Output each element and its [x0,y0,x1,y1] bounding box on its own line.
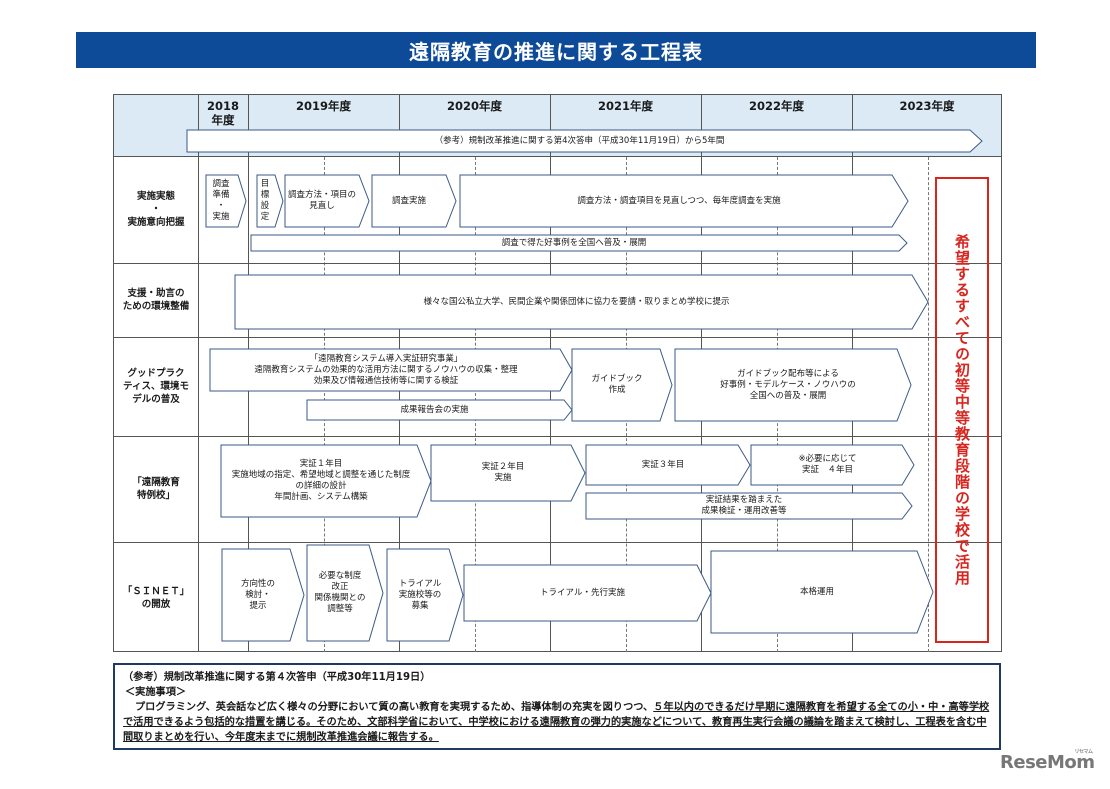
row-label-survey: 実施実態 ・ 実施意向把握 [127,191,185,228]
arrow-label: 目 標 設 定 [260,179,270,222]
row-divider [114,156,1001,157]
logo-kana: リセマム [1074,749,1094,755]
arrow-trial-year1: 実証１年目 実施地域の指定、希望地域と調整を通じた制度 の詳細の設計 年間計画、… [220,444,432,518]
year-2022: 2022年度 [748,99,804,113]
arrow-trial-implementation: トライアル・先行実施 [463,564,712,622]
arrow-system-revision: 必要な制度 改正 関係機関との 調整等 [306,544,384,642]
year-2018: 2018 年度 [206,99,239,127]
year-2019: 2019年度 [295,99,351,113]
arrow-label: トライアル 実施校等の 募集 [398,578,442,611]
arrow-label: 「遠隔教育システム導入実証研究事業」 遠隔教育システムの効果的な活用方法に関する… [254,353,518,386]
note-heading: （参考）規制改革推進に関する第４次答申（平成30年11月19日） [123,672,431,683]
arrow-label: 実証３年目 [641,459,685,470]
arrow-trial-year2: 実証２年目 実施 [430,444,586,502]
arrow-label: ※必要に応じて 実証 ４年目 [798,454,857,475]
arrow-trial-year3: 実証３年目 [585,444,751,486]
arrow-report-meeting: 成果報告会の実施 [306,399,573,421]
arrow-label: 調査方法・調査項目を見直しつつ、毎年度調査を実施 [577,195,781,206]
reference-period-arrow: （参考）規制改革推進に関する第4次答申（平成30年11月19日）から5年間 [186,129,983,153]
arrow-label: 方向性の 検討・ 提示 [240,578,275,611]
arrow-trial-recruitment: トライアル 実施校等の 募集 [386,548,464,642]
arrow-guidebook: ガイドブック 作成 [571,348,673,422]
row-divider [114,337,1001,338]
arrow-trial-year4: ※必要に応じて 実証 ４年目 [750,444,915,486]
note-subheading: ＜実施事項＞ [125,687,187,698]
reference-note: （参考）規制改革推進に関する第４次答申（平成30年11月19日） ＜実施事項＞ … [113,663,1001,750]
arrow-label: ガイドブック 作成 [591,374,643,395]
arrow-survey-impl: 調査実施 [371,174,457,228]
goal-box: 希望するすべての初等中等教育段階の学校で活用 [935,177,989,643]
arrow-label: 調査方法・項目の 見直し [287,190,356,211]
year-2021: 2021年度 [597,99,653,113]
note-body-underlined: ５年以内のできるだけ早期に遠隔教育を希望する全ての小・中・高等学校で活用できるよ… [123,702,990,743]
reference-period-label: （参考）規制改革推進に関する第4次答申（平成30年11月19日）から5年間 [434,135,725,146]
note-body: プログラミング、英会話など広く様々の分野において質の高い教育を実現するため、指導… [123,700,991,745]
arrow-direction-study: 方向性の 検討・ 提示 [221,548,305,642]
arrow-research-project: 「遠隔教育システム導入実証研究事業」 遠隔教育システムの効果的な活用方法に関する… [209,348,573,392]
row-divider [114,436,1001,437]
arrow-annual-survey: 調査方法・調査項目を見直しつつ、毎年度調査を実施 [459,174,909,228]
arrow-label: 実証２年目 実施 [481,462,525,483]
arrow-label: 調査 準備 ・ 実施 [212,179,230,222]
arrow-label: ガイドブック配布等による 好事例・モデルケース・ノウハウの 全国への普及・展開 [720,368,856,401]
arrow-label: 実証１年目 実施地域の指定、希望地域と調整を通じた制度 の詳細の設計 年間計画、… [231,459,411,502]
year-2020: 2020年度 [446,99,502,113]
quarter-divider [928,157,929,652]
arrow-label: 様々な国公私立大学、民間企業や関係団体に協力を要請・取りまとめ学校に提示 [423,296,730,307]
row-label-sinet: 「ＳＩＮＥＴ」 の開放 [122,585,190,610]
arrow-cooperation: 様々な国公私立大学、民間企業や関係団体に協力を要請・取りまとめ学校に提示 [234,274,929,330]
arrow-label: 成果報告会の実施 [400,404,469,415]
arrow-guidebook-distribution: ガイドブック配布等による 好事例・モデルケース・ノウハウの 全国への普及・展開 [674,348,912,422]
arrow-label: 調査実施 [391,195,426,206]
arrow-spread-cases: 調査で得た好事例を全国へ普及・展開 [250,234,908,252]
row-label-good-practice: グッドプラク ティス、環境モ デルの普及 [123,368,189,405]
arrow-survey-prep: 調査 準備 ・ 実施 [205,174,247,228]
arrow-label: 必要な制度 改正 関係機関との 調整等 [314,571,366,614]
arrow-label: 本格運用 [799,586,834,597]
column-divider [198,95,199,651]
arrow-goal-setting: 目 標 設 定 [256,174,284,228]
arrow-label: 調査で得た好事例を全国へ普及・展開 [501,237,647,248]
arrow-label: 実証結果を踏まえた 成果検証・運用改善等 [701,495,787,516]
year-2023: 2023年度 [899,99,955,113]
row-label-support: 支援・助言の ための環境整備 [122,288,190,312]
arrow-method-review: 調査方法・項目の 見直し [284,174,370,228]
logo-text: ReseMom [1000,752,1095,773]
arrow-full-operation: 本格運用 [710,550,934,634]
arrow-label: トライアル・先行実施 [540,587,625,598]
goal-text: 希望するすべての初等中等教育段階の学校で活用 [953,234,971,586]
page-title: 遠隔教育の推進に関する工程表 [76,32,1036,68]
arrow-result-review: 実証結果を踏まえた 成果検証・運用改善等 [585,492,913,520]
note-body-plain: プログラミング、英会話など広く様々の分野において質の高い教育を実現するため、指導… [135,702,654,713]
roadmap-table: 2018 年度 2019年度 2020年度 2021年度 2022年度 2023… [113,94,1002,652]
row-label-special-schools: 「遠隔教育 特例校」 [132,477,180,501]
row-divider [114,542,1001,543]
row-divider [114,263,1001,264]
